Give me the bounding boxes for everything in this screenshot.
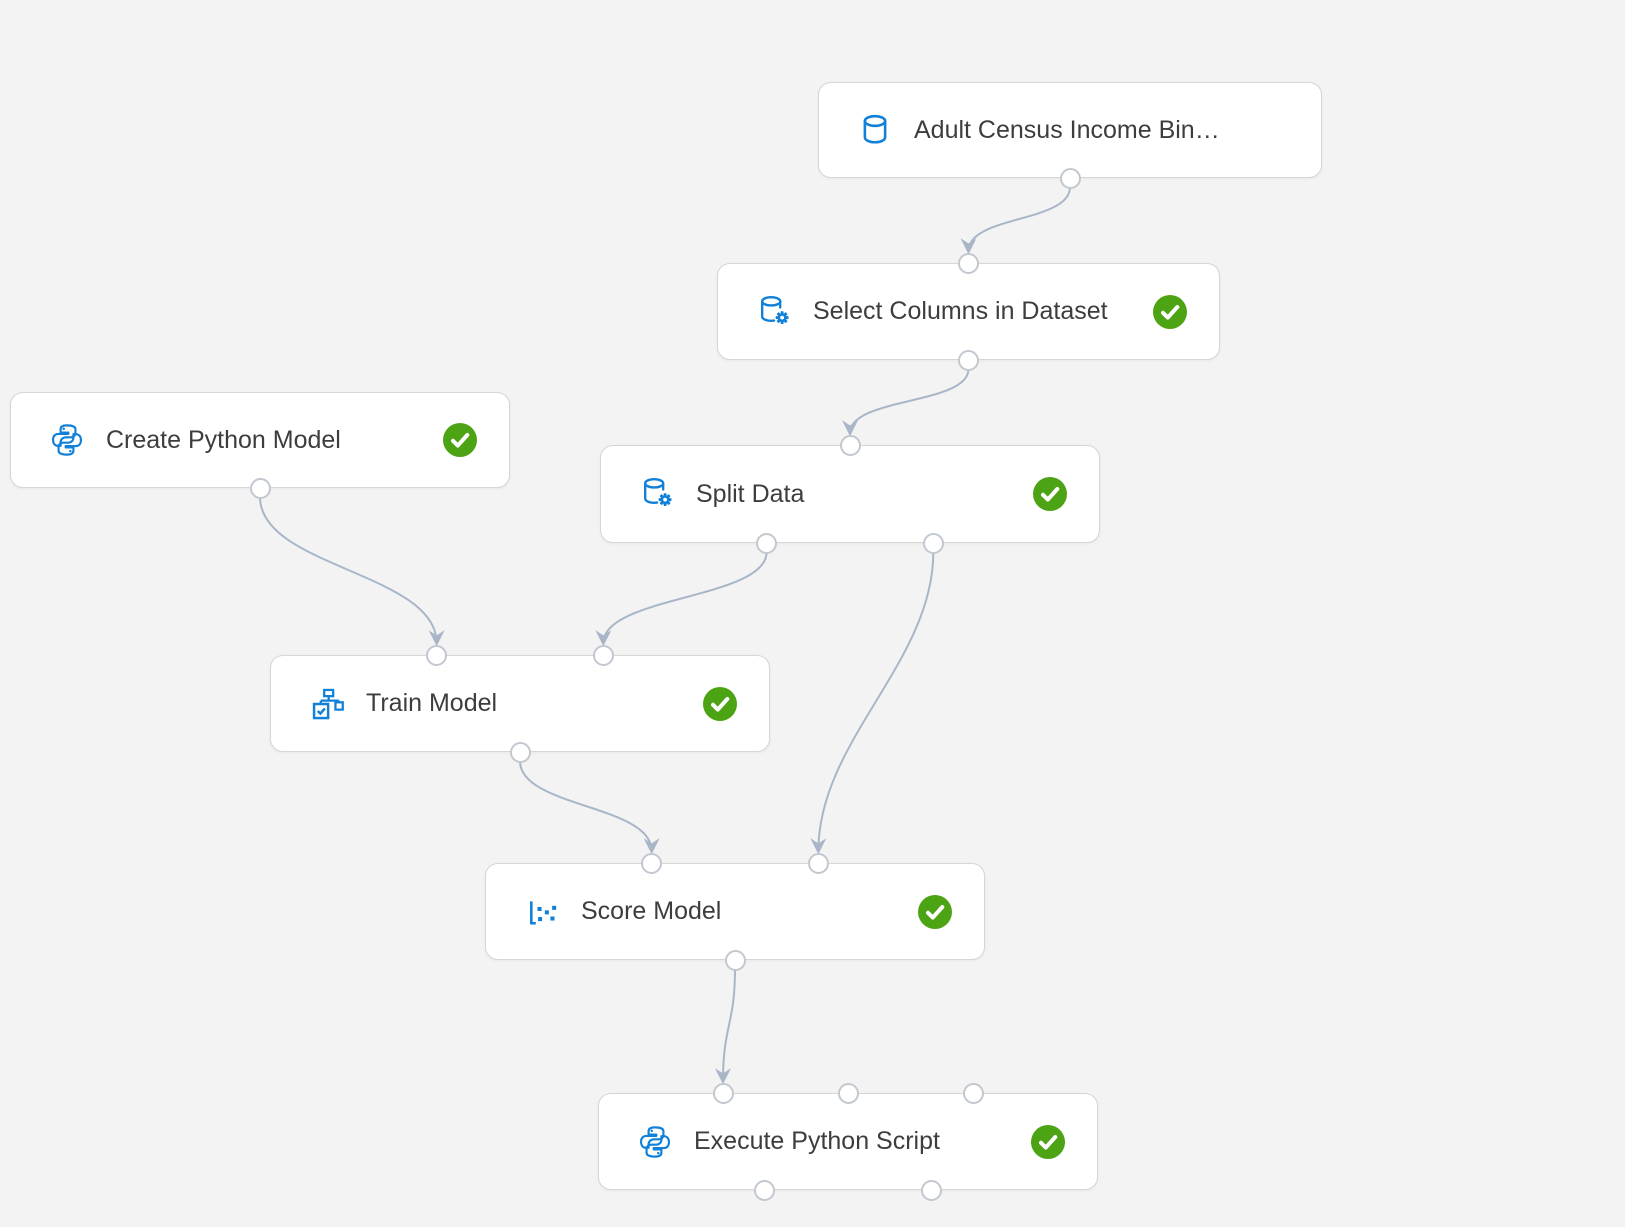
database-icon: [857, 112, 893, 148]
node-split-data[interactable]: Split Data: [600, 445, 1100, 543]
node-create-python-model[interactable]: Create Python Model: [10, 392, 510, 488]
node-label: Score Model: [581, 897, 722, 925]
train-model-icon: [309, 686, 345, 722]
node-label: Select Columns in Dataset: [813, 297, 1108, 325]
node-label: Train Model: [366, 689, 498, 717]
output-port-2[interactable]: [922, 532, 944, 554]
python-icon: [637, 1124, 673, 1160]
node-label: Adult Census Income Binary ...: [914, 115, 1258, 144]
connector[interactable]: [519, 760, 660, 855]
node-score-model[interactable]: Score Model: [485, 863, 985, 960]
node-label: Split Data: [696, 479, 805, 508]
connector[interactable]: [810, 551, 935, 855]
output-port-1[interactable]: [724, 949, 746, 971]
output-port-1[interactable]: [958, 349, 979, 371]
connector[interactable]: [715, 968, 736, 1085]
input-port-2[interactable]: [837, 1082, 859, 1104]
output-port-1[interactable]: [509, 741, 531, 763]
node-label: Execute Python Script: [694, 1127, 940, 1155]
input-port-1[interactable]: [958, 252, 979, 274]
connector[interactable]: [595, 551, 768, 647]
node-select-columns[interactable]: Select Columns in Dataset: [717, 263, 1220, 360]
input-port-1[interactable]: [641, 852, 663, 874]
output-port-1[interactable]: [249, 477, 271, 499]
connector[interactable]: [842, 368, 970, 437]
input-port-2[interactable]: [592, 644, 614, 666]
node-train-model[interactable]: Train Model: [270, 655, 770, 752]
input-port-3[interactable]: [962, 1082, 984, 1104]
database-gear-icon: [639, 476, 675, 512]
status-completed-icon: [703, 686, 737, 721]
output-port-1[interactable]: [754, 1179, 776, 1201]
database-gear-icon: [756, 294, 792, 330]
input-port-1[interactable]: [712, 1082, 734, 1104]
node-dataset[interactable]: Adult Census Income Binary ...: [818, 82, 1322, 178]
connector[interactable]: [960, 186, 1071, 255]
status-completed-icon: [1033, 477, 1067, 511]
connector[interactable]: [259, 496, 445, 647]
status-completed-icon: [1153, 294, 1187, 329]
status-completed-icon: [443, 423, 477, 457]
output-port-2[interactable]: [920, 1179, 942, 1201]
node-execute-python-script[interactable]: Execute Python Script: [598, 1093, 1098, 1190]
input-port-1[interactable]: [426, 644, 448, 666]
score-model-icon: [524, 894, 560, 930]
python-icon: [49, 422, 85, 458]
status-completed-icon: [1031, 1124, 1065, 1159]
status-completed-icon: [918, 894, 952, 929]
input-port-1[interactable]: [839, 434, 861, 456]
input-port-2[interactable]: [807, 852, 829, 874]
node-label: Create Python Model: [106, 425, 341, 454]
output-port-1[interactable]: [1059, 167, 1081, 189]
output-port-1[interactable]: [756, 532, 778, 554]
